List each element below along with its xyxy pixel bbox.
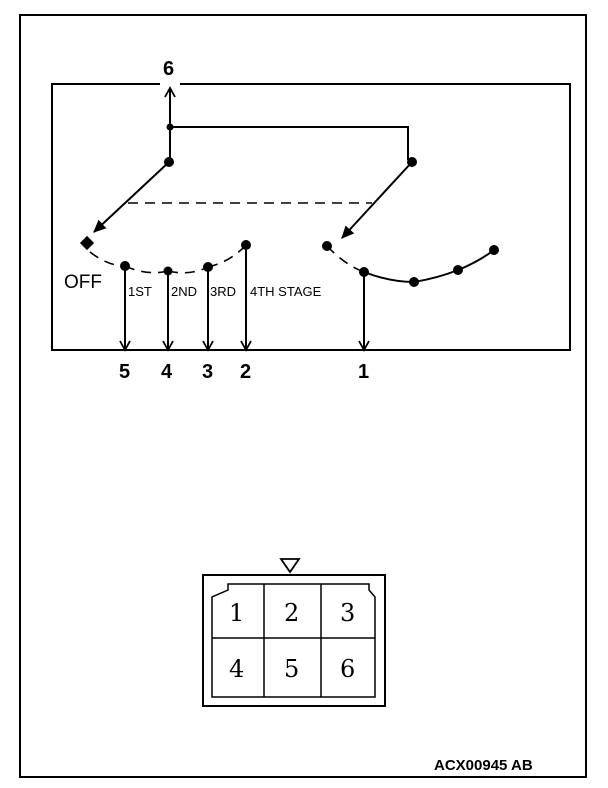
terminal-label-5: 5 xyxy=(119,361,130,383)
position-label-1st: 1ST xyxy=(128,284,152,299)
connector-pin-5: 5 xyxy=(284,655,299,683)
connector xyxy=(202,558,386,707)
connector-pin-6: 6 xyxy=(340,655,355,683)
connector-pin-2: 2 xyxy=(284,599,299,627)
output-arrows xyxy=(119,245,370,352)
terminal-label-1: 1 xyxy=(358,361,369,383)
terminal-label-4: 4 xyxy=(161,361,173,383)
fixed-contacts-right xyxy=(322,241,499,287)
outer-frame xyxy=(19,14,587,778)
position-label-2nd: 2ND xyxy=(171,284,197,299)
moving-contacts xyxy=(93,161,413,239)
terminal-label-2: 2 xyxy=(240,361,251,383)
fixed-contacts-left xyxy=(79,235,251,276)
terminal-label-3: 3 xyxy=(202,361,213,383)
switch-housing xyxy=(51,83,571,351)
common-bus xyxy=(164,86,417,167)
figure-code: ACX00945 AB xyxy=(434,757,533,774)
position-label-off: OFF xyxy=(64,272,102,293)
position-label-4th-stage: 4TH STAGE xyxy=(250,284,322,299)
connector-pin-3: 3 xyxy=(340,599,355,627)
connector-pin-4: 4 xyxy=(229,655,244,683)
connector-pin-1: 1 xyxy=(229,599,244,627)
position-label-3rd: 3RD xyxy=(210,284,236,299)
terminal-label-6: 6 xyxy=(163,58,174,80)
